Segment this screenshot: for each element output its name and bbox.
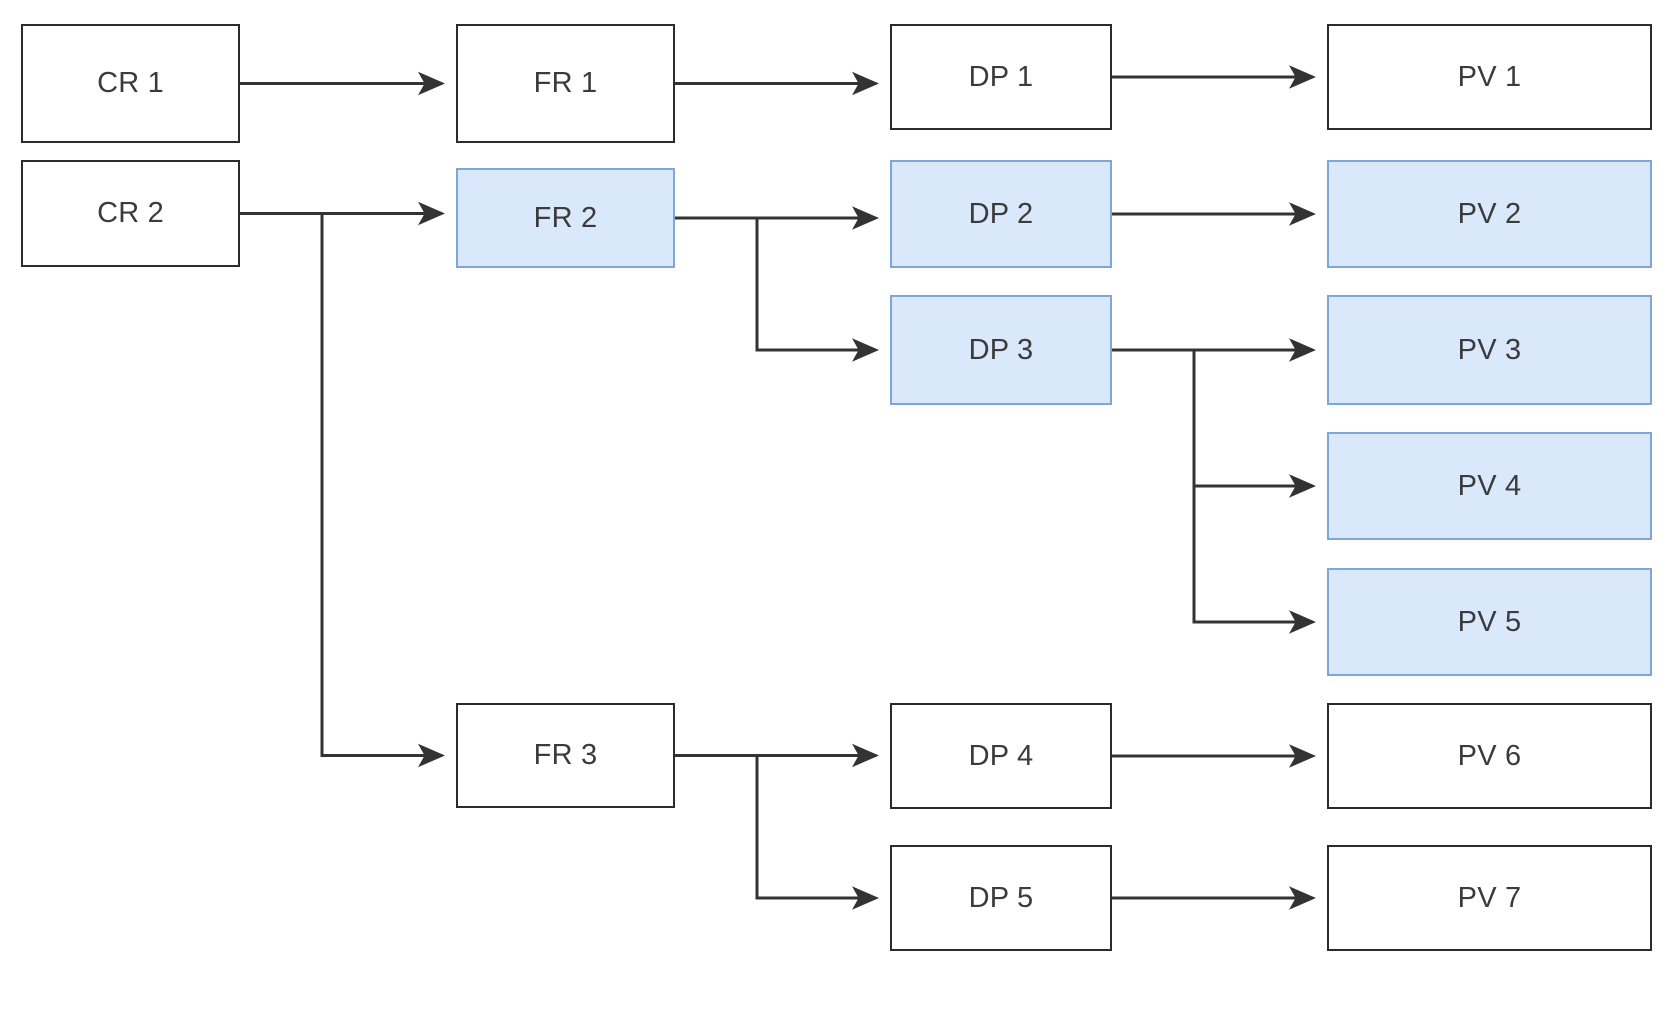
node-cr1[interactable]: CR 1 [21,24,240,143]
node-dp4[interactable]: DP 4 [890,703,1112,809]
node-label: PV 6 [1457,739,1522,772]
node-label: DP 1 [968,60,1034,93]
node-label: FR 1 [533,67,598,99]
edge-cr2-to-fr3 [240,212,445,768]
node-pv5[interactable]: PV 5 [1327,568,1652,676]
node-dp3[interactable]: DP 3 [890,295,1112,405]
node-fr1[interactable]: FR 1 [456,24,675,143]
node-label: CR 2 [97,197,164,229]
node-fr3[interactable]: FR 3 [456,703,675,808]
node-label: PV 3 [1457,333,1522,366]
node-label: PV 2 [1457,197,1522,230]
node-label: FR 2 [533,201,598,234]
node-pv4[interactable]: PV 4 [1327,432,1652,540]
node-dp1[interactable]: DP 1 [890,24,1112,130]
node-fr2[interactable]: FR 2 [456,168,675,268]
node-pv1[interactable]: PV 1 [1327,24,1652,130]
node-label: DP 5 [968,881,1034,914]
node-pv3[interactable]: PV 3 [1327,295,1652,405]
node-label: FR 3 [533,739,598,771]
node-label: PV 1 [1457,60,1522,93]
node-label: DP 3 [968,333,1034,366]
node-label: PV 5 [1457,605,1522,638]
node-label: DP 4 [968,739,1034,772]
node-pv6[interactable]: PV 6 [1327,703,1652,809]
node-label: DP 2 [968,197,1034,230]
node-label: PV 4 [1457,469,1522,502]
node-cr2[interactable]: CR 2 [21,160,240,267]
edge-dp3-to-pv4 [1112,348,1316,498]
edge-fr2-to-dp3 [675,216,879,362]
node-dp2[interactable]: DP 2 [890,160,1112,268]
edge-fr3-to-dp5 [675,754,879,910]
node-label: CR 1 [97,67,164,99]
node-dp5[interactable]: DP 5 [890,845,1112,951]
node-pv7[interactable]: PV 7 [1327,845,1652,951]
node-label: PV 7 [1457,881,1522,914]
node-pv2[interactable]: PV 2 [1327,160,1652,268]
edge-paths [240,65,1316,910]
edge-dp3-to-pv5 [1112,348,1316,634]
